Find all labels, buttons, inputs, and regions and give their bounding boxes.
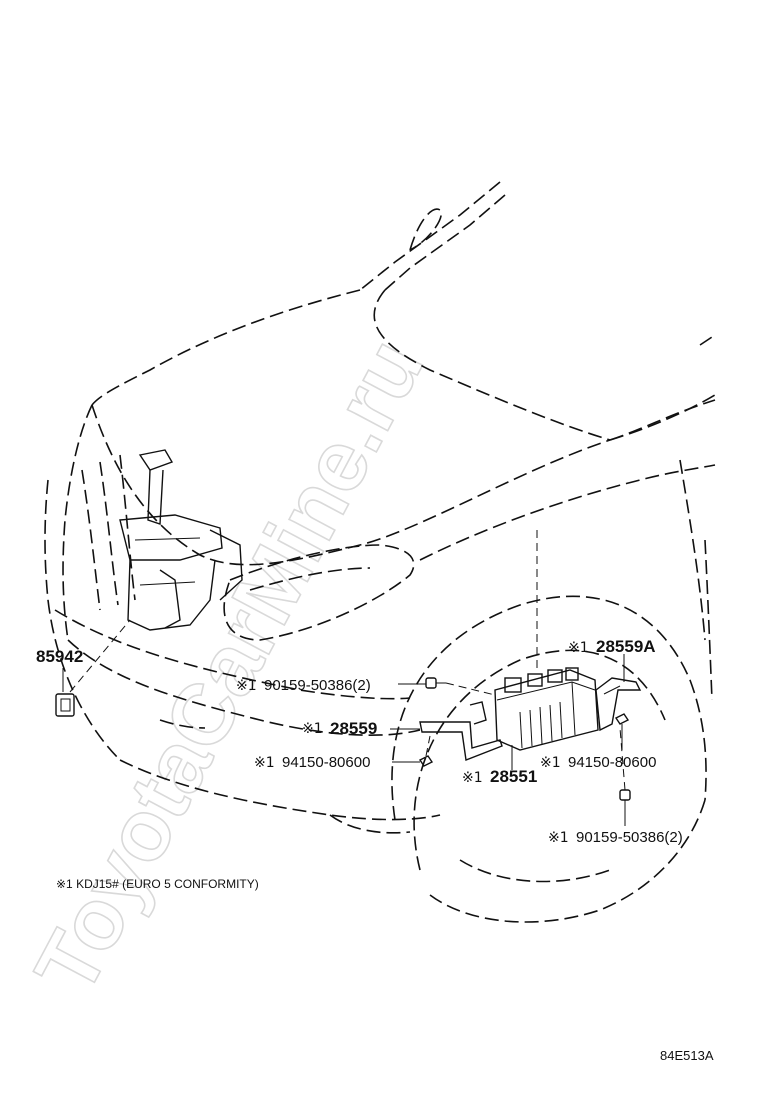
part-28551-relay-block bbox=[494, 530, 599, 770]
fasteners bbox=[392, 677, 631, 826]
callout-85942: 85942 bbox=[36, 647, 83, 666]
callout-mark-90159-50386-left: ※1 bbox=[236, 678, 257, 694]
radiator-support-assembly bbox=[119, 449, 243, 631]
nut-94150-80600-left-icon bbox=[392, 735, 434, 767]
part-85942-connector bbox=[55, 619, 131, 717]
diagram-code: 84E513A bbox=[660, 1048, 714, 1063]
nut-94150-80600-right-icon bbox=[614, 713, 630, 750]
callout-mark-94150-80600-left: ※1 bbox=[254, 755, 275, 771]
bolt-90159-50386-left-icon bbox=[398, 677, 496, 696]
callout-28551: 28551 bbox=[490, 767, 537, 786]
footnote: ※1 KDJ15# (EURO 5 CONFORMITY) bbox=[56, 877, 259, 891]
callout-mark-28559A: ※1 bbox=[568, 640, 589, 656]
callout-94150-80600-right: 94150-80600 bbox=[568, 754, 656, 771]
callout-28559: 28559 bbox=[330, 719, 377, 738]
callout-mark-28551: ※1 bbox=[462, 770, 483, 786]
watermark-text: ToyotaCarMine.ru bbox=[17, 324, 442, 1009]
callout-mark-28559: ※1 bbox=[302, 721, 323, 737]
callout-90159-50386-right: 90159-50386(2) bbox=[576, 829, 683, 846]
part-28559A-bracket bbox=[595, 654, 642, 732]
callout-28559A: 28559A bbox=[596, 637, 656, 656]
vehicle-outline bbox=[44, 181, 716, 923]
callout-labels: 85942 ※1 90159-50386(2) ※1 28559 ※1 9415… bbox=[36, 637, 683, 846]
callout-90159-50386-left: 90159-50386(2) bbox=[264, 677, 371, 694]
callout-mark-94150-80600-right: ※1 bbox=[540, 755, 561, 771]
callout-mark-90159-50386-right: ※1 bbox=[548, 830, 569, 846]
bolt-90159-50386-right-icon bbox=[619, 727, 631, 826]
part-28559-bracket bbox=[390, 701, 503, 761]
callout-94150-80600-left: 94150-80600 bbox=[282, 754, 370, 771]
